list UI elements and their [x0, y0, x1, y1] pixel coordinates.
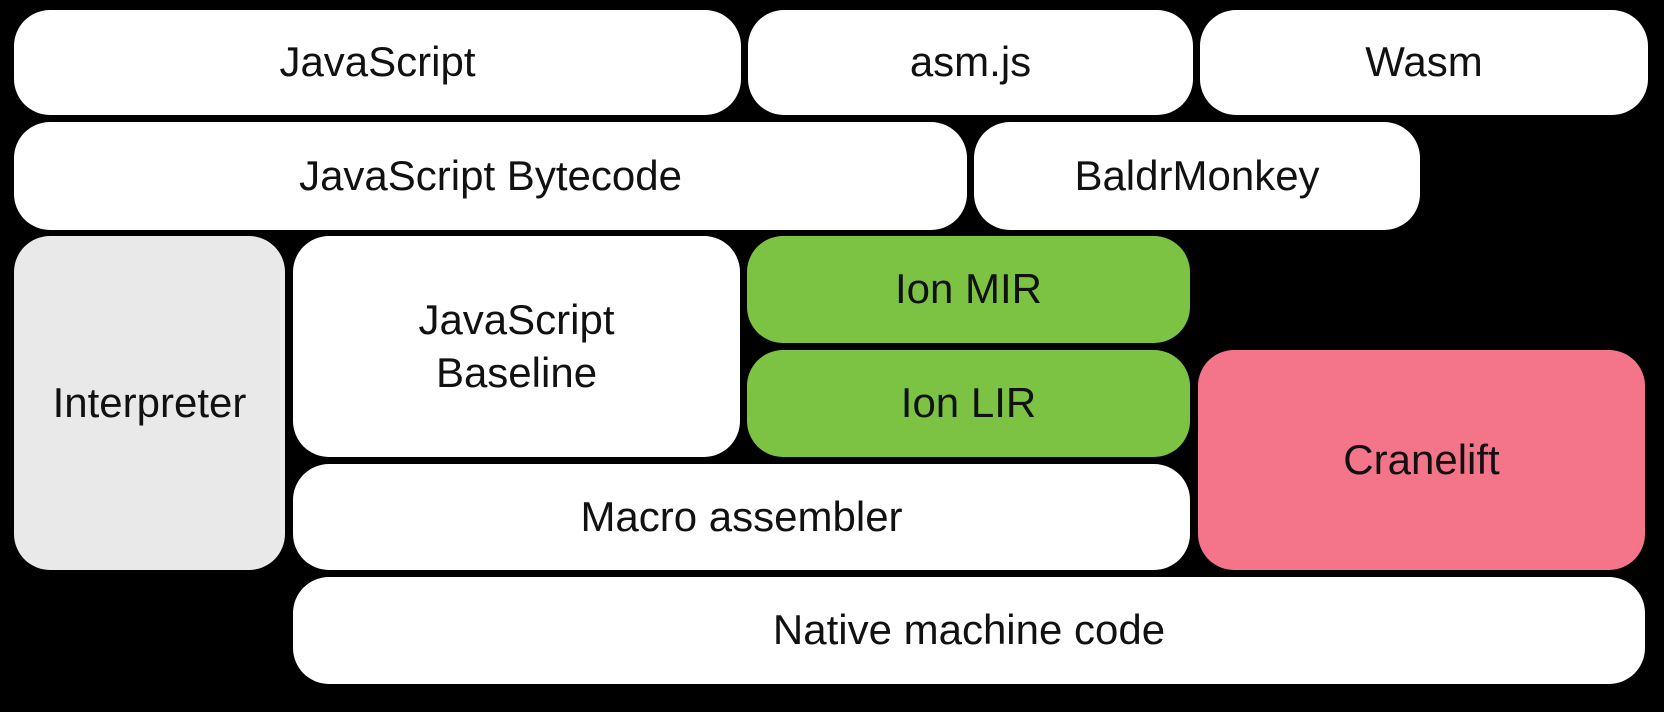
node-baldrmonkey: BaldrMonkey — [974, 122, 1420, 230]
node-ion-mir: Ion MIR — [747, 236, 1190, 343]
node-javascript-label: JavaScript — [279, 38, 476, 86]
node-javascript-baseline-label: JavaScript Baseline — [418, 296, 615, 396]
node-asmjs: asm.js — [748, 10, 1193, 115]
node-interpreter: Interpreter — [14, 236, 285, 570]
node-javascript-baseline: JavaScript Baseline — [293, 236, 740, 457]
node-native-machine-code: Native machine code — [293, 577, 1645, 684]
node-baldrmonkey-label: BaldrMonkey — [1074, 151, 1320, 199]
node-wasm-label: Wasm — [1365, 38, 1483, 86]
node-asmjs-label: asm.js — [909, 38, 1032, 86]
node-javascript-bytecode-label: JavaScript Bytecode — [299, 151, 682, 199]
node-macro-assembler: Macro assembler — [293, 464, 1190, 570]
node-interpreter-label: Interpreter — [52, 378, 247, 426]
node-native-machine-code-label: Native machine code — [772, 606, 1166, 654]
node-cranelift-label: Cranelift — [1343, 435, 1500, 483]
node-wasm: Wasm — [1200, 10, 1648, 115]
node-ion-lir: Ion LIR — [747, 350, 1190, 457]
node-ion-lir-label: Ion LIR — [900, 379, 1037, 427]
node-ion-mir-label: Ion MIR — [894, 265, 1043, 313]
node-javascript: JavaScript — [14, 10, 741, 115]
node-macro-assembler-label: Macro assembler — [580, 492, 903, 540]
node-cranelift: Cranelift — [1198, 350, 1645, 570]
node-javascript-bytecode: JavaScript Bytecode — [14, 122, 967, 230]
